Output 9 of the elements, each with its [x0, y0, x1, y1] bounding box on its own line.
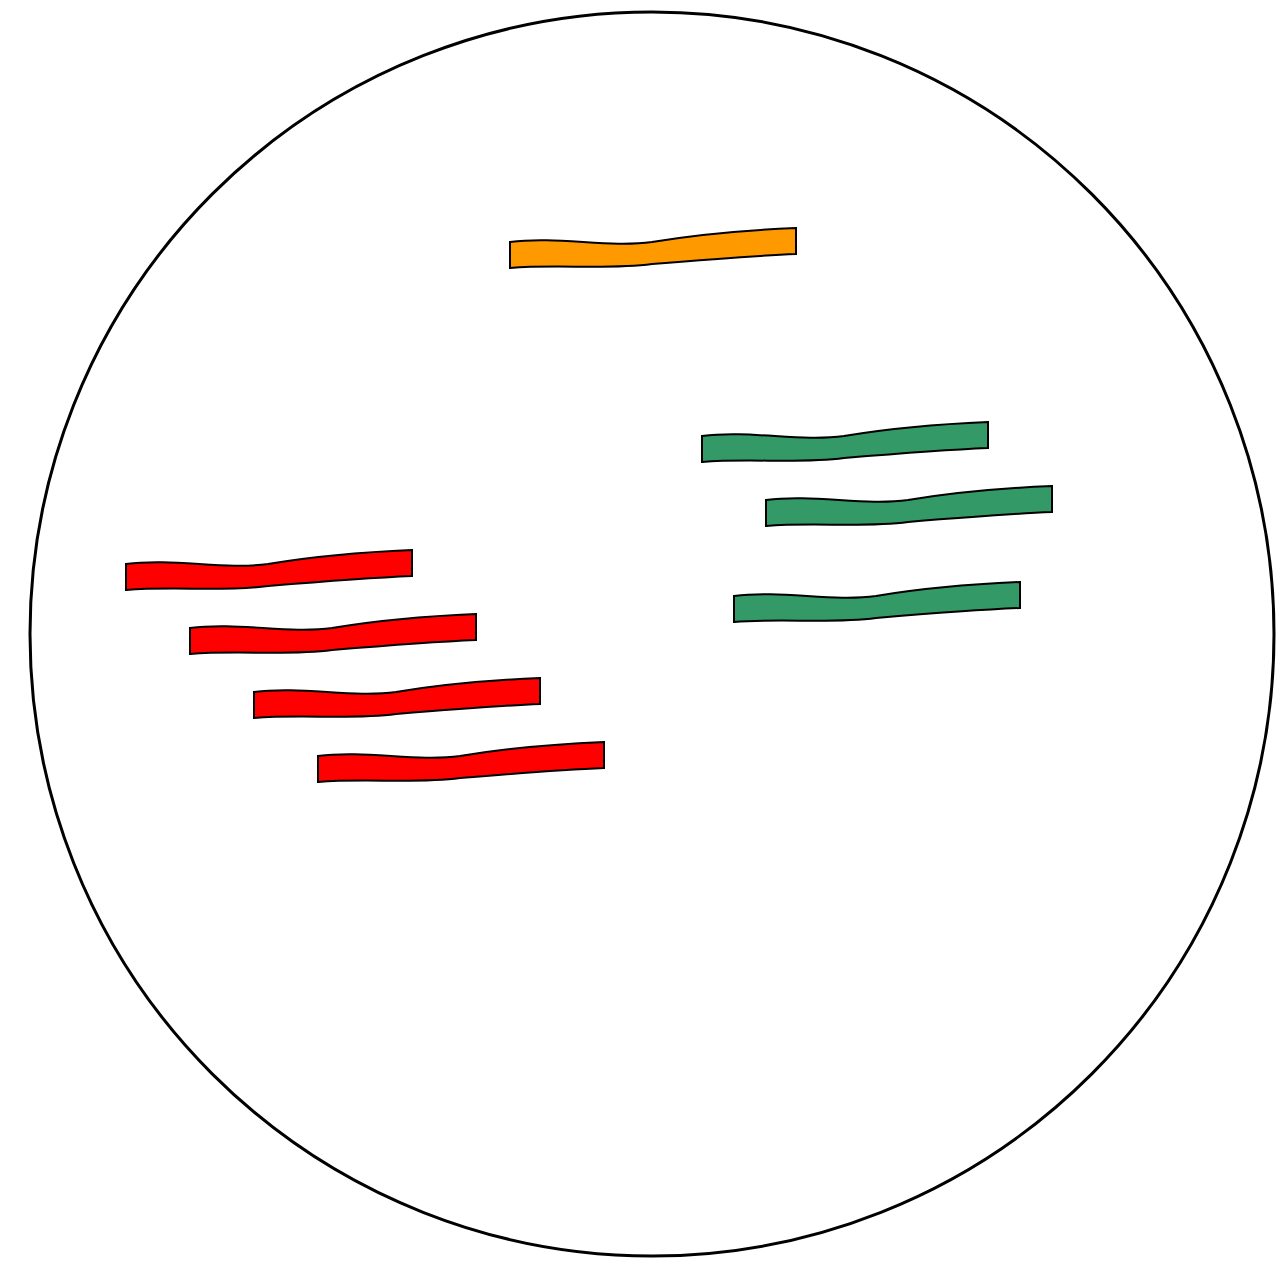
wavy-strand — [124, 546, 414, 592]
wavy-strand — [316, 738, 606, 784]
wavy-strand — [700, 418, 990, 464]
wavy-strand — [252, 674, 542, 720]
wavy-strand — [732, 578, 1022, 624]
wavy-strand — [508, 228, 798, 270]
wavy-strand — [764, 482, 1054, 528]
cell-outline — [28, 10, 1276, 1258]
wavy-strand — [188, 610, 478, 656]
